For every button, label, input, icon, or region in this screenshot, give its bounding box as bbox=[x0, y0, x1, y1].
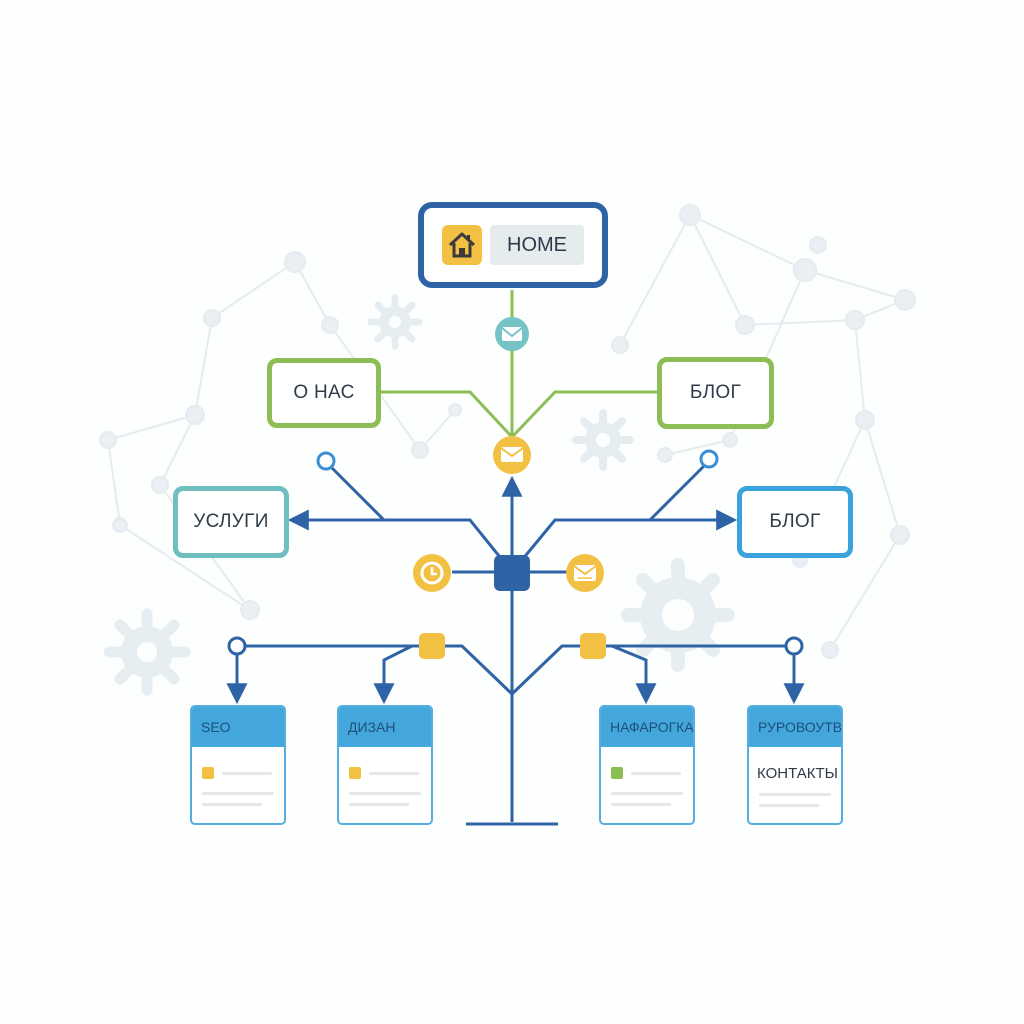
gear-icon bbox=[621, 558, 735, 672]
home-label: HOME bbox=[490, 225, 584, 265]
text-line bbox=[611, 792, 683, 795]
blog-label: БЛОГ bbox=[689, 382, 742, 403]
card-title: SEO bbox=[201, 719, 231, 735]
services-node[interactable]: УСЛУГИ bbox=[173, 486, 289, 558]
card-title: НАФАРОГКА bbox=[610, 719, 694, 735]
blog-secondary-label: БЛОГ bbox=[769, 511, 821, 532]
home-node[interactable]: HOME bbox=[418, 202, 608, 288]
yellow-square-icon bbox=[349, 767, 361, 779]
text-line bbox=[349, 803, 409, 806]
about-us-label: О НАС bbox=[293, 382, 355, 403]
card-body-text: КОНТАКТЫ bbox=[757, 765, 838, 782]
text-line bbox=[222, 772, 272, 775]
email-icon bbox=[493, 436, 531, 474]
connector-endpoints bbox=[227, 449, 804, 656]
card-header: SEO bbox=[192, 707, 284, 747]
email-icon bbox=[566, 554, 604, 592]
green-square-icon bbox=[611, 767, 623, 779]
gear-icon bbox=[572, 409, 634, 471]
clock-icon bbox=[413, 554, 451, 592]
text-line bbox=[611, 803, 671, 806]
page-card-seo[interactable]: SEO bbox=[190, 705, 286, 825]
text-line bbox=[202, 792, 274, 795]
page-card-nafarogka[interactable]: НАФАРОГКА bbox=[599, 705, 695, 825]
house-icon bbox=[442, 225, 482, 265]
text-line bbox=[631, 772, 681, 775]
connector-lines-level1 bbox=[381, 290, 657, 439]
central-hub bbox=[494, 555, 530, 591]
page-card-design[interactable]: ДИЗАН bbox=[337, 705, 433, 825]
email-icon bbox=[495, 317, 529, 351]
services-label: УСЛУГИ bbox=[193, 511, 269, 532]
yellow-square-icon bbox=[202, 767, 214, 779]
card-header: ДИЗАН bbox=[339, 707, 431, 747]
text-line bbox=[369, 772, 419, 775]
card-title: ДИЗАН bbox=[348, 719, 396, 735]
card-title: РУРОВОУТВА bbox=[758, 719, 843, 735]
blog-secondary-node[interactable]: БЛОГ bbox=[737, 486, 853, 558]
card-header: РУРОВОУТВА bbox=[749, 707, 841, 747]
junction-marker bbox=[419, 633, 445, 659]
card-header: НАФАРОГКА bbox=[601, 707, 693, 747]
gear-icon bbox=[367, 294, 423, 350]
gear-icon bbox=[103, 608, 191, 696]
junction-marker bbox=[580, 633, 606, 659]
page-card-contacts[interactable]: РУРОВОУТВА КОНТАКТЫ bbox=[747, 705, 843, 825]
text-line bbox=[349, 792, 421, 795]
text-line bbox=[759, 804, 819, 807]
connector-lines bbox=[226, 464, 805, 826]
about-us-node[interactable]: О НАС bbox=[267, 358, 381, 428]
blog-node[interactable]: БЛОГ bbox=[657, 357, 774, 429]
text-line bbox=[202, 803, 262, 806]
text-line bbox=[759, 793, 831, 796]
